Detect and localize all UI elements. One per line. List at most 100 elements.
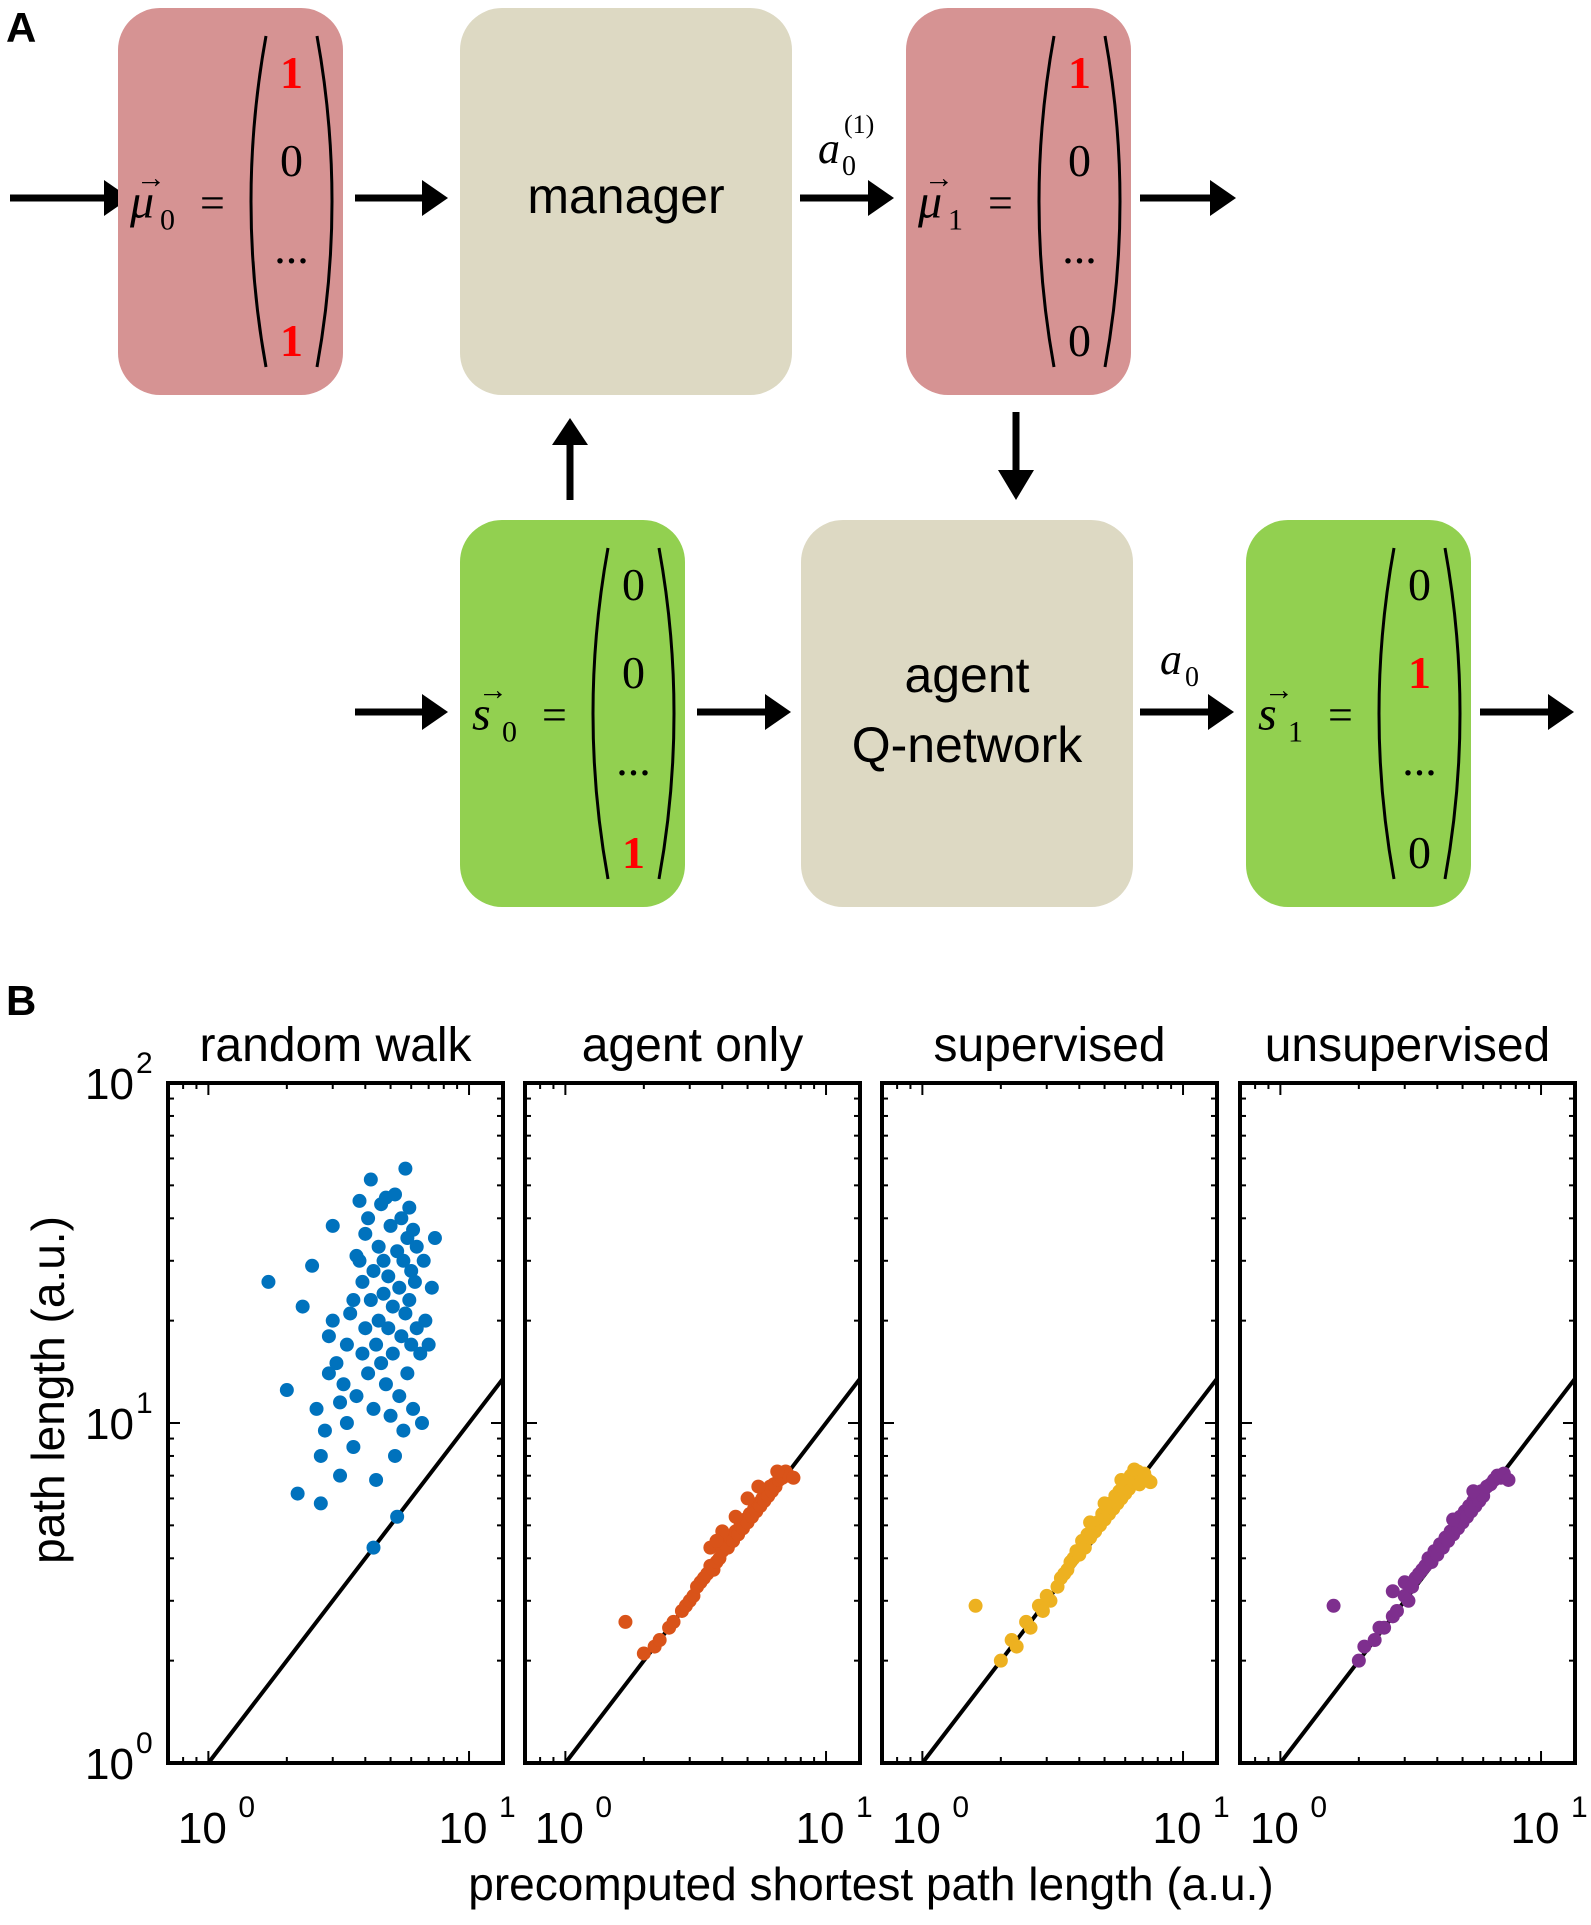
data-point bbox=[400, 1366, 415, 1381]
s1-subscript: 1 bbox=[1288, 716, 1303, 749]
svg-text:0: 0 bbox=[842, 151, 856, 182]
data-point bbox=[1401, 1593, 1416, 1608]
data-point bbox=[1357, 1639, 1372, 1654]
x-tick-label: 10 bbox=[439, 1804, 488, 1853]
mu0-vector-arrow-icon: → bbox=[136, 162, 166, 195]
mu1-equals: = bbox=[988, 179, 1013, 228]
x-tick-label-exponent: 0 bbox=[1310, 1791, 1327, 1824]
s1-entry: 0 bbox=[1408, 559, 1431, 610]
data-point bbox=[355, 1346, 370, 1361]
data-point bbox=[1009, 1639, 1024, 1654]
data-point bbox=[371, 1239, 386, 1254]
data-point bbox=[392, 1389, 407, 1404]
manager-box: manager bbox=[460, 8, 792, 395]
x-tick-label-exponent: 1 bbox=[856, 1791, 873, 1824]
data-point bbox=[313, 1448, 328, 1463]
y-axis-label: path length (a.u.) bbox=[22, 1216, 74, 1564]
data-point bbox=[1043, 1593, 1058, 1608]
agent-label-line2: Q-network bbox=[852, 717, 1084, 773]
mu1-left-paren bbox=[1037, 35, 1056, 368]
data-point bbox=[1035, 1603, 1050, 1618]
data-point bbox=[363, 1172, 378, 1187]
svg-text:a: a bbox=[818, 124, 840, 173]
data-point bbox=[321, 1329, 336, 1344]
mu0-entry: 1 bbox=[280, 47, 303, 98]
data-point bbox=[343, 1306, 358, 1321]
y-tick-label-exponent: 1 bbox=[136, 1387, 153, 1420]
s0-entry: ... bbox=[616, 734, 651, 785]
data-point bbox=[652, 1633, 667, 1648]
mu0-entry: ... bbox=[274, 222, 309, 273]
data-point bbox=[388, 1187, 403, 1202]
data-point bbox=[349, 1389, 364, 1404]
data-point bbox=[404, 1263, 419, 1278]
data-point bbox=[1501, 1472, 1516, 1487]
mu1-vector-arrow-icon: → bbox=[924, 162, 954, 195]
s1-symbol: s bbox=[1258, 688, 1277, 741]
data-point bbox=[666, 1614, 681, 1629]
data-point bbox=[1466, 1484, 1481, 1499]
data-point bbox=[385, 1346, 400, 1361]
x-axis-label: precomputed shortest path length (a.u.) bbox=[468, 1858, 1273, 1910]
data-point bbox=[770, 1464, 785, 1479]
x-tick-label-exponent: 0 bbox=[952, 1791, 969, 1824]
s1-equals: = bbox=[1328, 691, 1353, 740]
data-point bbox=[1351, 1653, 1366, 1668]
data-point bbox=[993, 1653, 1008, 1668]
mu0-subscript: 0 bbox=[160, 204, 175, 237]
mu1-entry: 1 bbox=[1068, 47, 1091, 98]
s1-right-paren bbox=[1443, 547, 1462, 880]
data-point bbox=[369, 1472, 384, 1487]
data-point bbox=[416, 1253, 431, 1268]
data-point bbox=[728, 1509, 743, 1524]
data-point bbox=[290, 1486, 305, 1501]
s1-entry: 0 bbox=[1408, 827, 1431, 878]
plot-title: supervised bbox=[933, 1019, 1165, 1072]
s0-right-paren bbox=[657, 547, 676, 880]
s0-subscript: 0 bbox=[502, 716, 517, 749]
mu1-right-paren bbox=[1103, 35, 1122, 368]
data-point bbox=[1132, 1477, 1147, 1492]
data-point bbox=[383, 1408, 398, 1423]
x-tick-label: 10 bbox=[892, 1804, 941, 1853]
data-point bbox=[383, 1218, 398, 1233]
x-tick-label-exponent: 1 bbox=[499, 1791, 516, 1824]
data-point bbox=[313, 1496, 328, 1511]
data-point bbox=[352, 1193, 367, 1208]
data-point bbox=[374, 1356, 389, 1371]
data-point bbox=[396, 1423, 411, 1438]
mu1-entry: 0 bbox=[1068, 135, 1091, 186]
mu1-entry: 0 bbox=[1068, 315, 1091, 366]
data-point bbox=[709, 1533, 724, 1548]
data-point bbox=[333, 1468, 348, 1483]
manager-label: manager bbox=[527, 168, 724, 224]
data-point bbox=[402, 1293, 417, 1308]
data-point bbox=[398, 1306, 413, 1321]
data-point bbox=[378, 1377, 393, 1392]
y-tick-label: 10 bbox=[85, 1740, 134, 1789]
data-point bbox=[424, 1280, 439, 1295]
data-point bbox=[1083, 1515, 1098, 1530]
data-point bbox=[325, 1313, 340, 1328]
mu1-symbol: μ bbox=[917, 176, 942, 229]
data-point bbox=[376, 1286, 391, 1301]
data-point bbox=[355, 1274, 370, 1289]
svg-text:0: 0 bbox=[1185, 662, 1199, 693]
x-tick-label: 10 bbox=[178, 1804, 227, 1853]
data-point bbox=[406, 1222, 421, 1237]
data-point bbox=[305, 1258, 320, 1273]
data-point bbox=[358, 1226, 373, 1241]
data-point bbox=[404, 1337, 419, 1352]
data-point bbox=[414, 1416, 429, 1430]
data-point bbox=[1326, 1598, 1341, 1613]
data-point bbox=[336, 1377, 351, 1392]
y-tick-label: 10 bbox=[85, 1060, 134, 1109]
x-tick-label: 10 bbox=[1153, 1804, 1202, 1853]
s0-entry: 0 bbox=[622, 559, 645, 610]
y-tick-label-exponent: 0 bbox=[136, 1727, 153, 1760]
data-point bbox=[346, 1293, 361, 1308]
